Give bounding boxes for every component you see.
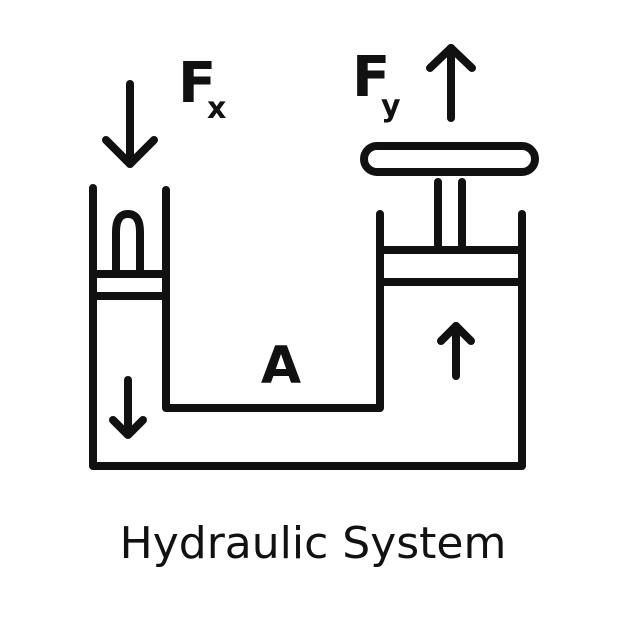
fluid-arrow-down-icon (109, 376, 147, 439)
output-piston-rod (434, 178, 466, 250)
caption-title: Hydraulic System (119, 518, 507, 569)
arrow-up-icon (426, 44, 476, 122)
output-piston-plate (376, 246, 526, 286)
input-piston-handle (112, 210, 144, 274)
input-force-subscript: x (207, 91, 226, 126)
arrow-down-icon (102, 80, 158, 168)
input-piston-plate (89, 270, 170, 300)
output-platform (360, 142, 539, 176)
input-force-letter: F (178, 51, 216, 116)
area-label: A (261, 336, 301, 396)
output-force-subscript: y (381, 89, 401, 124)
output-force-letter: F (352, 45, 390, 110)
fluid-arrow-up-icon (437, 322, 475, 380)
